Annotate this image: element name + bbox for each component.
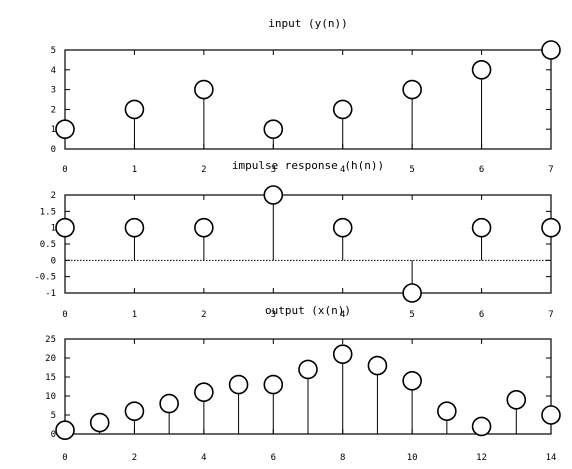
stem-marker [332,217,353,238]
x-tick-label: 14 [546,453,557,463]
y-tick-label: 4 [51,66,56,76]
stem-marker [541,217,561,238]
subplot-1: input (y(n)) 0 1 2 3 4 5 0 1 2 3 4 5 6 7 [51,17,561,175]
y-tick-label: 1 [51,224,56,234]
stem-marker [263,119,284,139]
x-tick-label: 12 [476,453,487,463]
y-tick-label: 0.5 [40,240,56,250]
x-tick-label: 5 [409,310,414,320]
y-tick-label: 25 [45,335,56,345]
y-tick-label: 0 [51,256,56,266]
y-tick-label: 2 [51,191,56,201]
stem-marker [402,79,422,100]
x-tick-label: 4 [340,310,345,320]
x-tick-label: 1 [132,165,137,175]
subplot-title: output (x(n)) [265,304,351,317]
stem-marker [55,119,75,139]
stem-marker [89,412,110,433]
x-tick-label: 2 [201,310,206,320]
stem-marker [124,217,145,238]
y-tick-label: 5 [51,46,56,56]
stem-marker [471,217,492,238]
stem-marker [194,79,214,100]
x-tick-label: 0 [62,310,67,320]
x-tick-label: 3 [271,165,276,175]
stem-marker [402,370,422,391]
stem-marker [194,217,214,238]
subplot-2: impulse response (h(n)) -1 -0.5 0 0.5 1 1.5 2 0 1… [34,159,561,320]
subplot-title: impulse response (h(n)) [232,159,384,172]
stem-marker [367,355,388,376]
x-tick-label: 1 [132,310,137,320]
x-tick-label: 4 [340,165,345,175]
y-tick-label: -1 [45,289,56,299]
stem-marker [263,185,284,205]
y-tick-label: 3 [51,86,56,96]
y-tick-label: -0.5 [34,273,56,283]
y-tick-label: 0 [51,430,56,440]
stem-marker [471,416,492,437]
plot-frame [64,194,552,294]
stem-marker [332,99,353,120]
stem-marker [298,359,318,380]
stem-marker [159,393,179,414]
stem-marker [541,40,561,60]
x-tick-label: 7 [548,165,553,175]
stem-marker [506,389,527,410]
stem-marker [55,420,75,441]
y-tick-label: 20 [45,354,56,364]
stem-marker [437,401,457,422]
stem-marker [124,99,145,120]
stem-marker [541,405,561,425]
y-tick-label: 10 [45,392,56,402]
stem-marker [402,283,422,303]
y-tick-label: 1.5 [40,207,56,217]
x-tick-label: 6 [479,165,484,175]
x-tick-label: 10 [407,453,418,463]
y-tick-label: 15 [45,373,56,383]
x-tick-label: 5 [409,165,414,175]
y-tick-label: 1 [51,125,56,135]
stem-marker [194,382,214,403]
stem-marker [124,401,145,422]
y-tick-label: 5 [51,411,56,421]
x-tick-label: 7 [548,310,553,320]
y-tick-label: 2 [51,105,56,115]
x-tick-label: 6 [271,453,276,463]
subplot-title: input (y(n)) [268,17,347,30]
y-tick-label: 0 [51,145,56,155]
x-tick-label: 4 [201,453,206,463]
x-tick-label: 6 [479,310,484,320]
stem-marker [55,217,75,238]
x-tick-label: 0 [62,453,67,463]
x-tick-label: 8 [340,453,345,463]
x-tick-label: 3 [271,310,276,320]
stem-marker [332,344,353,365]
x-tick-label: 0 [62,165,67,175]
stem-marker [228,374,249,395]
stem-marker [263,374,284,395]
stem-marker [471,60,492,80]
x-tick-label: 2 [132,453,137,463]
x-tick-label: 2 [201,165,206,175]
